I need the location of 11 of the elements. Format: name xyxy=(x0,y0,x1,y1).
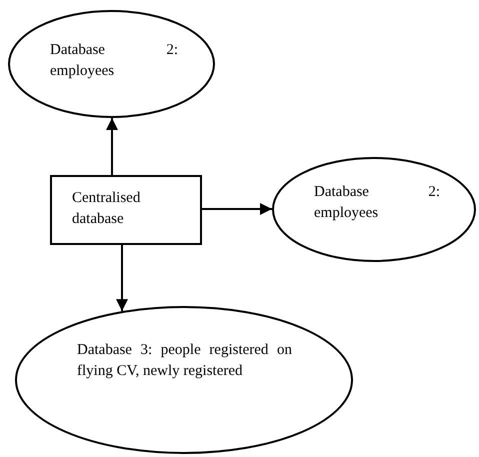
arrow xyxy=(116,245,128,312)
node-text: Database 2: employees xyxy=(314,183,440,223)
database-ellipse xyxy=(8,10,215,118)
database-ellipse xyxy=(15,306,353,454)
database-ellipse xyxy=(272,157,476,262)
arrow xyxy=(106,118,118,175)
node-text: Database 2: employees xyxy=(50,41,178,81)
node-text: Database 3: people registered on flying CV, newly registered xyxy=(77,341,292,381)
arrow xyxy=(202,203,272,215)
node-text: Centralised database xyxy=(72,189,142,229)
process-box xyxy=(50,175,202,245)
